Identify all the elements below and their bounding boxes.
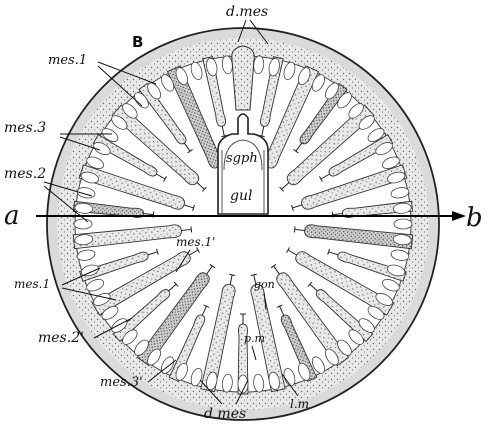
label-d-mes-top: d.mes bbox=[226, 4, 268, 20]
label-mes-1-upper: mes.1 bbox=[48, 53, 87, 68]
label-pm: p.m bbox=[244, 332, 265, 345]
label-mes-1-prime: mes.1' bbox=[176, 235, 215, 249]
label-mes-2-prime: mes.2' bbox=[38, 330, 84, 346]
label-mes-3-upper: mes.3 bbox=[4, 120, 46, 136]
label-gul: gul bbox=[230, 188, 252, 204]
label-sgph: sgph bbox=[226, 151, 258, 166]
scallop bbox=[74, 219, 92, 229]
label-mes-3-prime: mes.3' bbox=[100, 375, 143, 390]
axis-end-right: b bbox=[466, 203, 483, 233]
label-d-mes-bottom: d mes bbox=[204, 406, 246, 422]
axis-end-left: a bbox=[4, 201, 20, 231]
label-mes-1-lower: mes.1 bbox=[14, 277, 50, 291]
label-mes-2-upper: mes.2 bbox=[4, 166, 46, 182]
panel-letter: B bbox=[132, 33, 143, 51]
section-arrowhead bbox=[452, 211, 466, 221]
label-gon: gon bbox=[254, 278, 275, 291]
directive-mesentery-top bbox=[232, 46, 255, 110]
scallop bbox=[394, 219, 412, 229]
label-lm: l.m bbox=[290, 397, 309, 411]
